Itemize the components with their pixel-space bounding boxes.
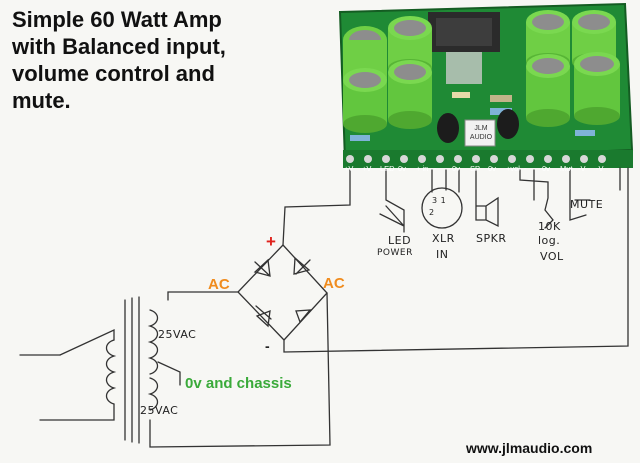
title-line-1: Simple 60 Watt Amp xyxy=(12,7,222,32)
negative-label: - xyxy=(265,338,270,354)
positive-label: + xyxy=(266,232,276,251)
terminal-label: 0v xyxy=(488,164,496,173)
ground-label: 0v and chassis xyxy=(185,375,292,392)
ac-label-right: AC xyxy=(323,275,345,292)
capacitor xyxy=(574,52,620,125)
speaker-label: SPKR xyxy=(476,232,507,245)
terminal-label: 0v xyxy=(398,164,406,173)
terminal-label: +vol xyxy=(506,164,520,173)
terminal-label: +V xyxy=(344,164,354,173)
terminal-label: Mut xyxy=(560,164,573,173)
pcb-brand: JLM AUDIO xyxy=(469,125,493,141)
hand-drawn-wiring xyxy=(19,167,629,448)
in-label: IN xyxy=(436,248,449,261)
capacitor xyxy=(343,68,387,133)
terminal-label: + in xyxy=(416,164,429,173)
terminal-label: - xyxy=(434,164,437,173)
winding-bottom-label: 25VAC xyxy=(140,404,179,417)
chip-leads xyxy=(446,52,482,84)
winding-top-label: 25VAC xyxy=(158,328,197,341)
terminal-label: LED xyxy=(380,164,395,173)
capacitor xyxy=(388,60,432,129)
pot-value-label: 10K xyxy=(538,220,561,233)
title-line-3: volume control and xyxy=(12,61,215,86)
page-title: Simple 60 Watt Amp with Balanced input, … xyxy=(12,6,312,114)
mute-label: MUTE xyxy=(570,198,604,211)
small-capacitor xyxy=(497,109,519,139)
terminal-label: - xyxy=(524,164,527,173)
title-line-4: mute. xyxy=(12,88,71,113)
xlr-label: XLR xyxy=(432,232,455,245)
capacitor-bank xyxy=(343,10,620,133)
ac-label-left: AC xyxy=(208,276,230,293)
led-label: LED xyxy=(388,234,412,247)
title-line-2: with Balanced input, xyxy=(12,34,226,59)
pot-taper-label: log. xyxy=(538,234,561,247)
pcb-logo-block xyxy=(464,119,496,147)
terminal-label: SP xyxy=(470,164,481,173)
xlr-pin2-label: 2 xyxy=(429,208,435,217)
power-label: POWER xyxy=(377,248,413,258)
terminal-label: +V xyxy=(362,164,372,173)
volume-label: VOL xyxy=(540,250,564,263)
website-url: www.jlmaudio.com xyxy=(466,440,593,456)
capacitor xyxy=(526,54,570,127)
xlr-pins-label: 3 1 xyxy=(432,196,447,205)
terminal-label: 0v xyxy=(452,164,460,173)
terminal-label: -V xyxy=(596,164,604,173)
terminal-label: -V xyxy=(578,164,586,173)
terminal-block xyxy=(346,155,606,163)
small-capacitor xyxy=(437,113,459,143)
terminal-label: 0v xyxy=(542,164,550,173)
